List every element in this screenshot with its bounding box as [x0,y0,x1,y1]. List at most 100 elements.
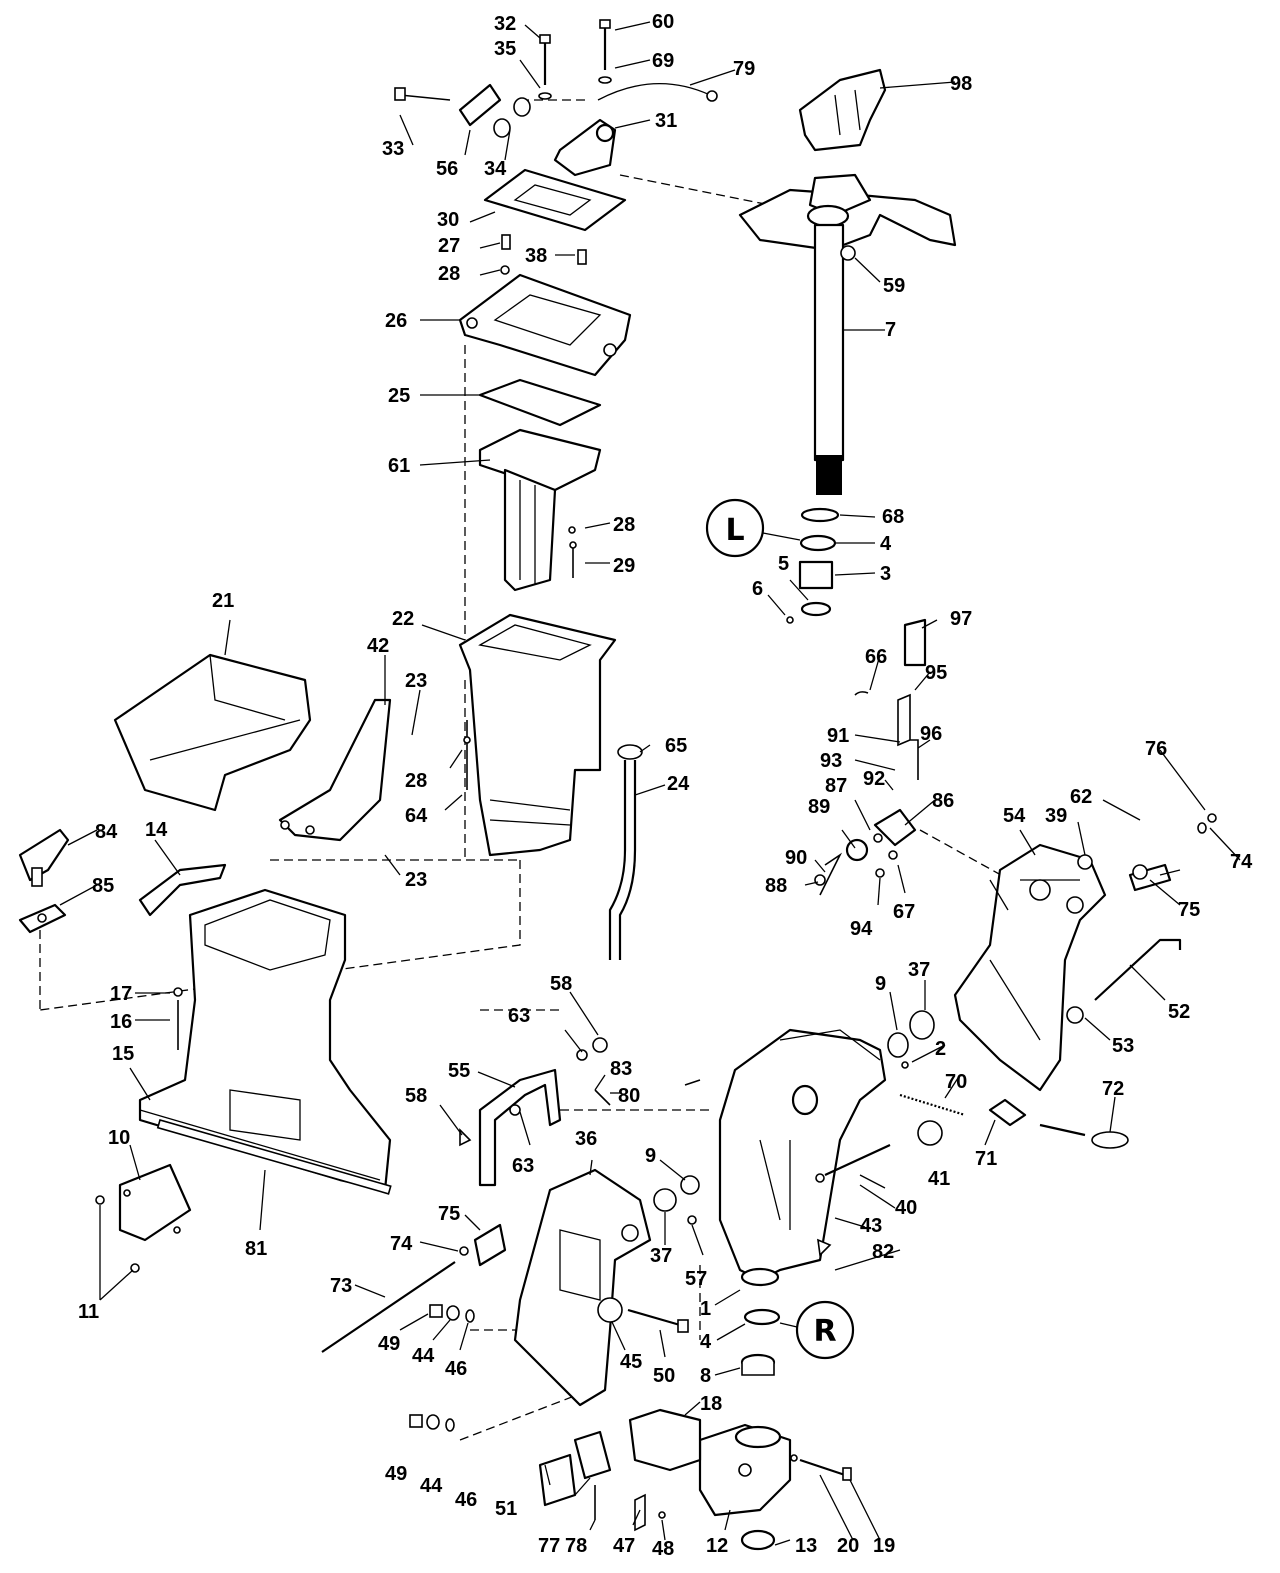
callout-43: 43 [860,1215,882,1237]
clamp-bracket-36 [513,1168,652,1407]
callout-59: 59 [883,275,905,297]
callout-71: 71 [975,1148,997,1170]
callout-49: 49 [385,1463,407,1485]
callout-16: 16 [110,1011,132,1033]
bolt-50 [627,1308,689,1333]
cover-21 [113,653,312,812]
callout-23: 23 [405,869,427,891]
callout-2: 2 [935,1038,946,1060]
callout-46: 46 [455,1489,477,1511]
leader-lines [59,21,1241,1546]
callout-9: 9 [875,973,886,995]
callout-84: 84 [95,821,118,843]
callout-44: 44 [412,1345,435,1367]
exhaust-housing-61 [478,428,602,592]
swivel-housing-12 [698,1423,792,1517]
callout-75: 75 [438,1203,460,1225]
block-18 [628,1408,702,1472]
callout-86: 86 [932,790,954,812]
water-tube-24 [608,744,643,960]
callout-89: 89 [808,796,830,818]
callout-7: 7 [885,319,896,341]
callout-32: 32 [494,13,516,35]
callout-77: 77 [538,1535,560,1557]
callout-42: 42 [367,635,389,657]
callout-50: 50 [653,1365,675,1387]
callout-28: 28 [438,263,460,285]
callout-92: 92 [863,768,885,790]
callout-57: 57 [685,1268,707,1290]
callout-56: 56 [436,158,458,180]
nut-13 [740,1529,776,1551]
adapter-plate-26 [458,273,632,377]
pin-73 [321,1261,456,1353]
callout-70: 70 [945,1071,967,1093]
tilt-tube-75 [459,1223,507,1267]
callout-61: 61 [388,455,410,477]
callout-44: 44 [420,1475,443,1497]
callout-3: 3 [880,563,891,585]
callout-79: 79 [733,58,755,80]
callout-19: 19 [873,1535,895,1557]
callout-18: 18 [700,1393,722,1415]
callout-46: 46 [445,1358,467,1380]
callout-76: 76 [1145,738,1167,760]
clamp-bracket-54 [953,843,1107,1092]
callout-1: 1 [700,1298,711,1320]
callout-4: 4 [880,533,892,555]
callout-55: 55 [448,1060,470,1082]
callout-78: 78 [565,1535,587,1557]
callout-58: 58 [550,973,572,995]
callout-93: 93 [820,750,842,772]
callout-45: 45 [620,1351,642,1373]
callout-9: 9 [645,1145,656,1167]
callout-8: 8 [700,1365,711,1387]
callout-31: 31 [655,110,677,132]
callout-29: 29 [613,555,635,577]
callout-58: 58 [405,1085,427,1107]
callout-49: 49 [378,1333,400,1355]
callout-98: 98 [950,73,972,95]
callout-97: 97 [950,608,972,630]
callout-30: 30 [437,209,459,231]
callout-13: 13 [795,1535,817,1557]
tilt-parts-right [815,813,1217,1257]
callout-69: 69 [652,50,674,72]
callout-28: 28 [405,770,427,792]
callout-37: 37 [908,959,930,981]
callout-68: 68 [882,506,904,528]
callout-90: 90 [785,847,807,869]
gasket-25 [478,378,602,427]
callout-63: 63 [508,1005,530,1027]
driveshaft-housing-15 [138,888,392,1195]
callout-74: 74 [390,1233,413,1255]
callout-25: 25 [388,385,410,407]
lube-symbol-upper: L [705,498,801,558]
callout-6: 6 [752,578,763,600]
cover-98 [798,68,887,152]
callout-22: 22 [392,608,414,630]
callout-85: 85 [92,875,114,897]
callout-81: 81 [245,1238,267,1260]
callout-63: 63 [512,1155,534,1177]
callout-88: 88 [765,875,787,897]
gasket-30 [483,168,627,232]
callout-4: 4 [700,1331,712,1353]
lube-symbol-lower: R [779,1300,855,1360]
steering-bracket-7 [738,173,957,495]
callout-20: 20 [837,1535,859,1557]
callout-52: 52 [1168,1001,1190,1023]
callout-36: 36 [575,1128,597,1150]
callouts: 1 2 3 4 4 5 6 7 8 9 9 10 11 12 13 14 15 … [78,11,1253,1560]
callout-64: 64 [405,805,428,827]
callout-40: 40 [895,1197,917,1219]
callout-73: 73 [330,1275,352,1297]
exhaust-fasteners [568,526,577,578]
callout-34: 34 [484,158,507,180]
callout-75: 75 [1178,899,1200,921]
tilt-lock-parts [459,1037,701,1225]
callout-38: 38 [525,245,547,267]
callout-48: 48 [652,1538,674,1560]
callout-96: 96 [920,723,942,745]
